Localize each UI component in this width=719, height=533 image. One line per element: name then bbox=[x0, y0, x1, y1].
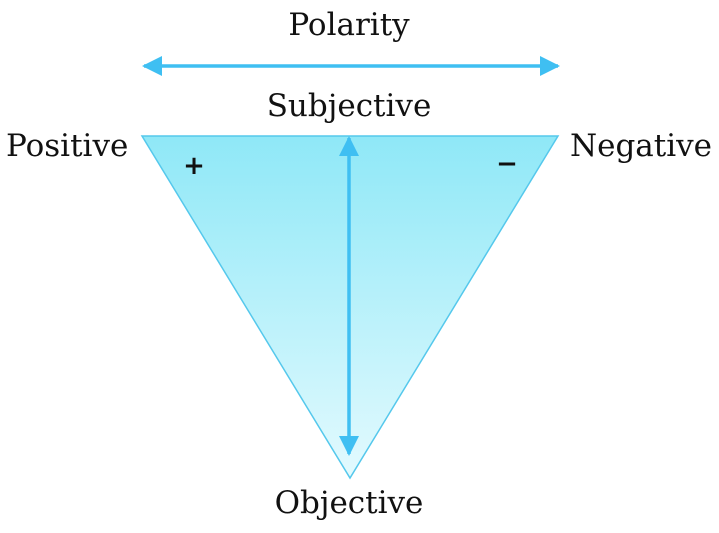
plus-sign: + bbox=[183, 151, 205, 181]
positive-label: Positive bbox=[6, 128, 128, 164]
polarity-title: Polarity bbox=[288, 7, 410, 43]
negative-label: Negative bbox=[570, 128, 712, 164]
subjective-label: Subjective bbox=[267, 88, 432, 124]
objective-label: Objective bbox=[275, 485, 424, 521]
minus-sign: − bbox=[496, 149, 518, 179]
